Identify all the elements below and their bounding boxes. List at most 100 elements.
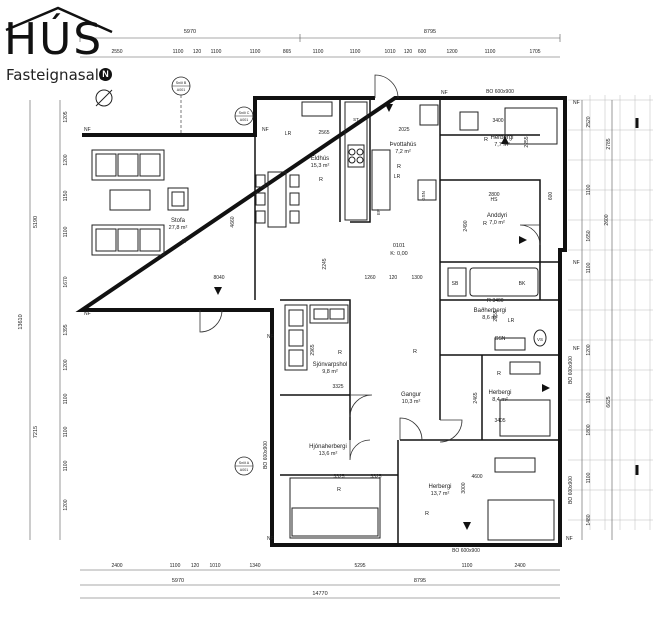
ep-label: EP [376,209,381,215]
r-label: R [483,221,487,227]
section-mark-sheet: A001 [240,468,248,472]
inner-dimension: 2490 [463,220,469,231]
dim-left-segment: 1100 [63,226,69,237]
inner-dimension: 2465 [473,392,479,403]
inner-dimension: 1260 [364,275,375,281]
dim-right-segment: 2600 [604,214,610,225]
dim-right-segment: 1100 [586,472,592,483]
bed-hjonaherbergi [289,477,381,539]
dim-right-segment: 2520 [586,116,592,127]
inner-dimension: 3325 [332,384,343,390]
room-area: 7,2 m² [395,149,411,155]
bed-herbergi-1 [459,107,558,145]
dim-left-segment: 1200 [63,499,69,510]
inner-dimension: 2965 [310,344,316,355]
dim-top-segment: 120 [404,49,413,55]
room-name: Herbergi [428,484,451,490]
arrow-down-icon [214,287,222,295]
room-area: 9,8 m² [322,369,338,375]
dim-bottom-segment: 2400 [111,563,122,569]
dim-left-segment: 1205 [63,111,69,122]
nf-label: NF [573,346,580,352]
dim-top-overall: 8795 [424,29,436,35]
bk-label: BK [519,281,526,287]
inner-dimension: 3405 [494,418,505,424]
dim-top-segment: 1010 [384,49,395,55]
room-name: Hjónaherbergi [309,444,347,450]
dim-top-segment: 1705 [529,49,540,55]
dim-bottom-segment: 1100 [170,563,181,569]
window-label-right: BO 600x900 [568,476,574,504]
dim-right-segment: 1650 [586,230,592,241]
door-swings [199,74,541,461]
r-label: R [319,177,323,183]
logo-text: HÚS [4,14,104,65]
room-area: 13,6 m² [319,451,338,457]
inner-dimension: 8040 [213,275,224,281]
room-area: 15,3 m² [311,163,330,169]
dim-right-segment: 6625 [606,396,612,407]
window-label-left: BO 600x900 [263,441,269,469]
dim-left-segment: 1150 [63,190,69,201]
nf-label: NF [84,127,91,133]
dim-left-segment: 1200 [63,154,69,165]
hs-label: HS [491,197,499,203]
room-name: Baðherbergi [474,307,507,314]
arrow-right-icon [519,236,527,244]
section-mark-b [171,76,191,135]
inner-dimension: 120 [389,275,398,281]
dim-bottom-overall: 8795 [414,578,426,584]
inner-dimension: 600 [548,192,554,201]
dim-top-segment: 1100 [250,49,261,55]
dim-left-overall: 5190 [33,216,39,228]
section-mark-label: Snið B [176,80,187,85]
arrow-down-icon [385,104,393,112]
r-label: R [182,239,186,245]
inner-dimension: 2255 [524,136,530,147]
dining-table [255,171,300,228]
st-label: ST [353,117,359,122]
nf-label: NF [573,260,580,266]
inner-dimension: 3325 [370,474,381,480]
bathroom-fixtures [447,267,547,351]
nf-label: NF [84,311,91,317]
room-area: 13,7 m² [431,491,450,497]
bed-herbergi-3 [487,457,555,541]
r-label: R [487,298,491,304]
section-mark-label: Snið A [239,460,250,465]
compass-icon [95,89,113,107]
dim-top-segment: 1100 [485,49,496,55]
dim-bottom-segment: 1340 [249,563,260,569]
r-label: R [397,164,401,170]
room-name: Gangur [401,392,421,398]
gsn-label: GSN [421,191,426,201]
logo-badge: N [99,68,112,81]
lr-label: LR [394,174,401,180]
section-mark-sheet: A001 [240,118,248,122]
r-label: R [484,137,488,143]
room-name: Þvottahús [390,142,417,148]
vs-label: VS [537,337,543,342]
dim-left-overall: 7215 [33,426,39,438]
room-name: Stofa [171,218,186,224]
level-elevation: K: 0,00 [390,251,407,257]
dim-top-segment: 1200 [446,49,457,55]
dim-top-segment: 600 [418,49,427,55]
room-area: 10,3 m² [402,399,421,405]
room-area: 27,8 m² [169,225,188,231]
nf-label: NF [267,334,274,340]
right-grid [568,95,653,530]
dim-left-segment: 1200 [63,359,69,370]
sb-label: SB [452,281,459,287]
tv-room-sofa [284,304,349,371]
dim-right-segment: 1480 [586,514,592,525]
arrow-down-icon [463,522,471,530]
dim-top-segment: 1100 [350,49,361,55]
dim-right-segment: 1800 [586,424,592,435]
exterior-walls [75,96,567,547]
level-code: 0101 [393,243,405,249]
dim-left-segment: 1100 [63,393,69,404]
kitchen-counter [301,101,368,221]
